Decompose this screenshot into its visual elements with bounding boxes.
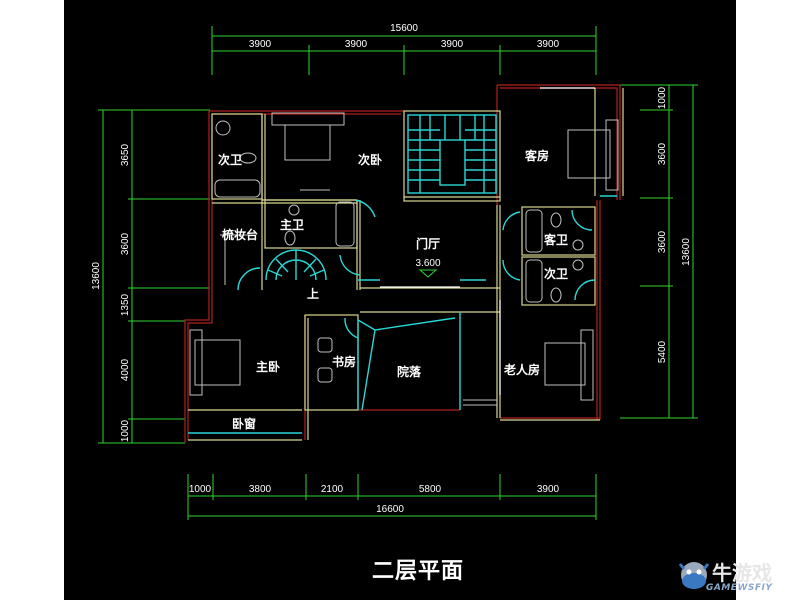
dim-top-seg-3: 3900: [441, 39, 464, 50]
room-label-courtyard: 院落: [397, 364, 422, 379]
windows-and-doors: [188, 114, 617, 434]
master-bed-icon: [194, 339, 241, 386]
dim-left-seg-1: 3650: [120, 143, 131, 166]
watermark-subtext: GAMEWSFIY: [706, 583, 773, 593]
dim-bottom-seg-2: 3800: [249, 484, 272, 495]
exterior-walls: [184, 84, 621, 443]
dim-bottom-total: 16600: [376, 504, 404, 515]
dim-bottom-seg-3: 2100: [321, 484, 344, 495]
top-dimensions: [211, 26, 597, 75]
dim-left-seg-2: 3600: [120, 232, 131, 255]
dim-right-seg-4: 5400: [657, 340, 668, 363]
room-label-secondary-bath-2: 次卫: [544, 266, 568, 281]
elevation-marker-icon: [418, 269, 438, 278]
bottom-dimensions: [187, 474, 597, 520]
dim-left-seg-5: 1000: [120, 419, 131, 442]
dim-left-seg-3: 1350: [120, 293, 131, 316]
watermark: 牛游戏 GAMEWSFIY: [676, 555, 800, 600]
bathtub-icon: [214, 179, 261, 198]
cow-mascot-icon: [678, 562, 710, 589]
dim-right-seg-1: 1000: [657, 86, 668, 109]
room-label-guest-room: 客房: [524, 148, 549, 163]
dim-right-total: 13600: [681, 238, 692, 266]
dim-top-seg-1: 3900: [249, 39, 272, 50]
dim-right-seg-2: 3600: [657, 142, 668, 165]
dim-top-total: 15600: [390, 23, 418, 34]
toilet-icon: [239, 152, 257, 164]
floor-plan: 15600 3900 3900 3900 3900 1000 3800 2100…: [91, 23, 698, 520]
room-label-study: 书房: [332, 354, 356, 369]
room-label-master-bedroom: 主卧: [256, 359, 280, 374]
room-label-foyer: 门厅: [416, 236, 440, 251]
cad-drawing-canvas: 15600 3900 3900 3900 3900 1000 3800 2100…: [64, 0, 736, 600]
room-label-guest-bath: 客卫: [543, 232, 568, 247]
dim-left-total: 13600: [91, 262, 102, 290]
right-dimensions: [620, 84, 698, 419]
foyer-elevation: 3.600: [415, 258, 440, 269]
interior-walls: [188, 88, 624, 441]
room-label-elder-room: 老人房: [504, 362, 540, 377]
dim-top-seg-2: 3900: [345, 39, 368, 50]
stair-up-label: 上: [307, 286, 319, 301]
watermark-text: 牛游戏: [712, 561, 772, 585]
drawing-title: 二层平面: [372, 559, 465, 584]
furniture: [189, 112, 619, 406]
window-glass-lines: [380, 87, 595, 395]
dim-left-seg-4: 4000: [120, 358, 131, 381]
room-label-dressing-table: 梳妆台: [222, 227, 258, 242]
bed-icon: [284, 124, 331, 161]
dim-top-seg-4: 3900: [537, 39, 560, 50]
room-label-secondary-bath-1: 次卫: [218, 152, 242, 167]
dim-bottom-seg-1: 1000: [189, 484, 212, 495]
sink-icon: [215, 120, 231, 136]
room-label-bay-window: 卧窗: [232, 416, 256, 431]
left-dimensions: [98, 109, 210, 444]
guest-bed-icon: [567, 129, 611, 179]
dim-right-seg-3: 3600: [657, 230, 668, 253]
room-label-master-bath: 主卫: [280, 217, 304, 232]
room-label-secondary-bedroom: 次卧: [358, 152, 382, 167]
dim-bottom-seg-4: 5800: [419, 484, 442, 495]
elder-bed-icon: [544, 342, 586, 386]
dim-bottom-seg-5: 3900: [537, 484, 560, 495]
